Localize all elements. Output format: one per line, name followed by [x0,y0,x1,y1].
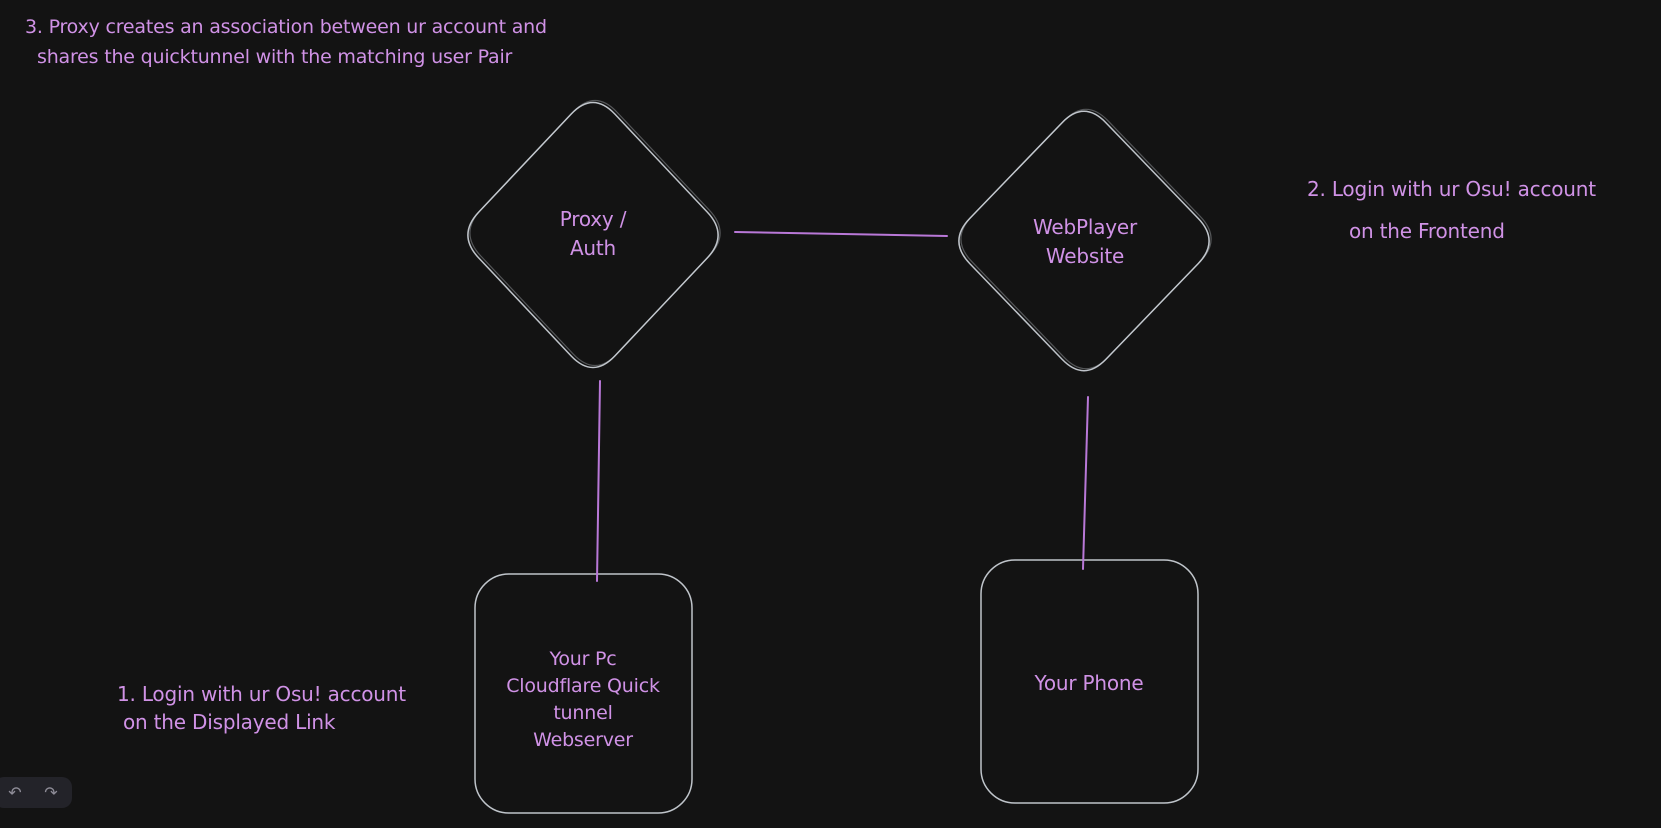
your-pc-label-line4: Webserver [533,729,633,751]
webplayer-diamond-shape[interactable] [958,110,1210,372]
annotation-step-1[interactable]: 1. Login with ur Osu! account on the Dis… [117,680,406,736]
your-phone-label-line1: Your Phone [1034,671,1144,695]
undo-icon: ↶ [8,783,22,802]
annotation-step-3-line2: shares the quicktunnel with the matching… [37,46,513,68]
proxy-auth-label: Proxy / Auth [493,205,693,263]
annotation-step-2[interactable]: 2. Login with ur Osu! account on the Fro… [1307,175,1596,245]
your-phone-label: Your Phone [989,670,1189,697]
your-pc-rectangle-shape[interactable] [474,573,693,814]
webplayer-label: WebPlayer Website [985,213,1185,271]
annotation-step-2-line1: 2. Login with ur Osu! account [1307,177,1596,201]
your-pc-label-line3: tunnel [553,702,613,724]
annotation-step-1-line1: 1. Login with ur Osu! account [117,682,406,706]
annotation-step-3[interactable]: 3. Proxy creates an association between … [25,12,547,72]
webplayer-label-line1: WebPlayer [1032,215,1138,239]
annotation-step-2-line2: on the Frontend [1349,219,1505,243]
history-controls-panel: ↶ ↷ [0,777,72,808]
annotation-step-3-line1: 3. Proxy creates an association between … [25,16,547,38]
your-pc-label-line2: Cloudflare Quick [506,675,660,697]
your-pc-label: Your Pc Cloudflare Quick tunnel Webserve… [463,646,703,754]
redo-button[interactable]: ↷ [36,779,66,806]
webplayer-label-line2: Website [1045,244,1125,268]
proxy-auth-label-line2: Auth [569,236,617,260]
proxy-auth-diamond-shape[interactable] [467,101,719,369]
connector-proxy-to-pc[interactable] [596,380,601,582]
annotation-step-1-line2: on the Displayed Link [123,710,336,734]
your-pc-label-line1: Your Pc [549,648,617,670]
your-phone-rectangle-shape[interactable] [980,559,1199,804]
redo-icon: ↷ [44,783,58,802]
connector-proxy-to-webplayer[interactable] [734,231,948,237]
connector-webplayer-to-phone[interactable] [1082,396,1089,570]
undo-button[interactable]: ↶ [0,779,30,806]
proxy-auth-label-line1: Proxy / [559,207,627,231]
